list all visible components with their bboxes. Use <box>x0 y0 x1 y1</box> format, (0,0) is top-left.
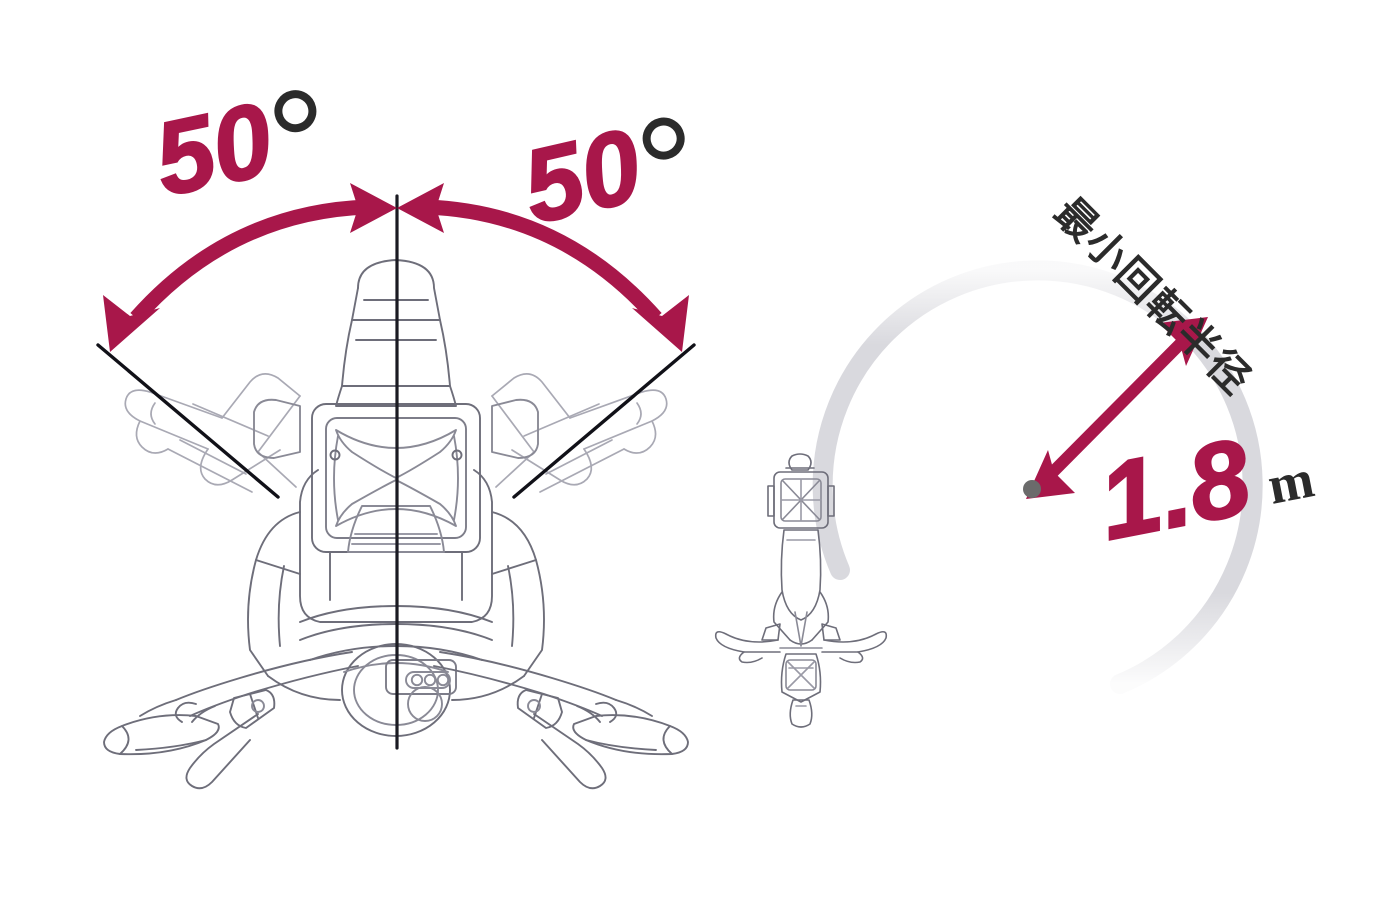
turning-circle-arc <box>812 260 1263 694</box>
lock-line-left <box>96 343 280 499</box>
degree-symbol-right-icon <box>642 117 685 160</box>
tail-bodywork <box>247 511 545 701</box>
motorcycle-top-view-artwork <box>714 453 888 728</box>
degree-symbol-left-icon <box>274 90 317 133</box>
ghost-handlebar-left <box>124 373 301 493</box>
angle-value-right: 50 <box>513 107 652 246</box>
angle-label-left: 50 <box>144 80 317 220</box>
turning-radius-callout-text: 最小回転半径 <box>1045 188 1261 404</box>
radius-measurement: 1.8 m <box>1088 414 1319 563</box>
lock-line-right <box>512 343 696 499</box>
turn-center-dot <box>1023 480 1041 498</box>
sweep-arrow-left <box>103 183 397 352</box>
angle-label-right: 50 <box>512 106 685 247</box>
handlebar-left <box>103 651 359 790</box>
radius-unit: m <box>1263 448 1319 515</box>
angle-value-left: 50 <box>145 81 282 219</box>
sweep-arrow-right <box>397 183 689 352</box>
ghost-handlebar-right <box>491 373 668 493</box>
grab-handles <box>253 398 539 459</box>
turning-radius-callout: 最小回転半径 <box>1045 188 1261 404</box>
handlebar-right <box>433 651 689 790</box>
radius-value: 1.8 <box>1089 415 1259 562</box>
